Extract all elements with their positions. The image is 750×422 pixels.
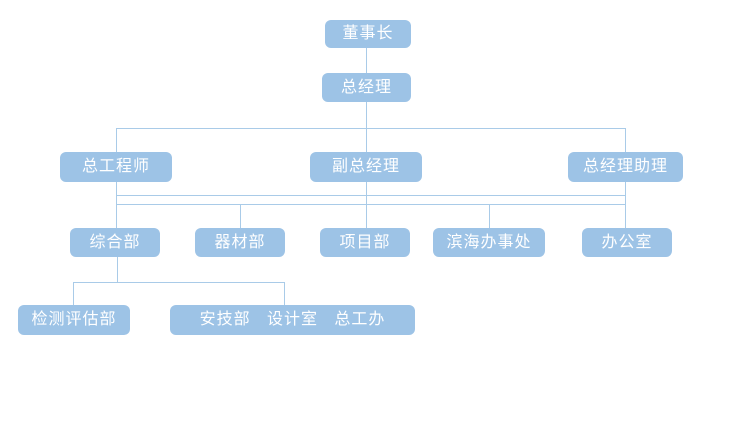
connector-line	[73, 282, 74, 305]
connector-line	[117, 257, 118, 283]
connector-line	[366, 182, 367, 228]
connector-line	[366, 128, 367, 152]
org-node-general-manager: 总经理	[322, 73, 411, 102]
org-node-binhai-office: 滨海办事处	[433, 228, 545, 257]
org-node-project-dept: 项目部	[320, 228, 410, 257]
org-node-testing-evaluation-dept: 检测评估部	[18, 305, 130, 335]
connector-line	[73, 282, 285, 283]
connector-line	[366, 102, 367, 129]
connector-line	[240, 204, 241, 228]
org-node-chief-engineer: 总工程师	[60, 152, 172, 182]
connector-line	[625, 128, 626, 152]
org-node-deputy-general-manager: 副总经理	[310, 152, 422, 182]
connector-line	[116, 128, 626, 129]
org-node-combined-depts: 安技部 设计室 总工办	[170, 305, 415, 335]
connector-line	[116, 182, 117, 228]
org-node-equipment-dept: 器材部	[195, 228, 285, 257]
connector-line	[116, 204, 626, 205]
org-node-chairman: 董事长	[325, 20, 411, 48]
org-node-office: 办公室	[582, 228, 672, 257]
org-node-gm-assistant: 总经理助理	[568, 152, 683, 182]
connector-line	[625, 182, 626, 228]
connector-line	[366, 48, 367, 73]
org-node-general-affairs-dept: 综合部	[70, 228, 160, 257]
connector-line	[489, 204, 490, 228]
connector-line	[284, 282, 285, 305]
connector-line	[116, 195, 626, 196]
connector-line	[116, 128, 117, 152]
